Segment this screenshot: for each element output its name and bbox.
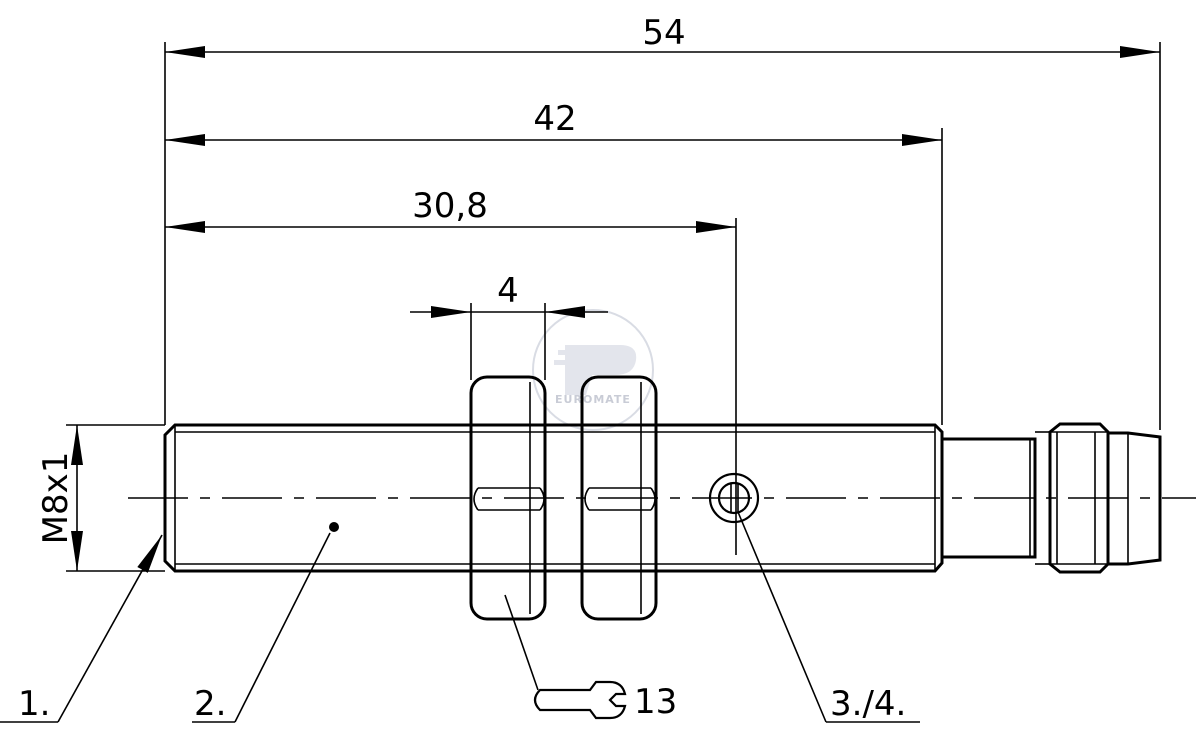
dim-thread: M8x1 (36, 452, 76, 545)
watermark-logo: EUROMATE (532, 309, 654, 431)
dim-nut-width: 4 (497, 271, 519, 311)
dim-body-length: 42 (533, 99, 576, 139)
dimension-lines (66, 45, 1160, 572)
callout-2: 2. (194, 684, 226, 724)
watermark-text: EUROMATE (555, 393, 631, 406)
dim-overall-length: 54 (642, 13, 685, 53)
dim-led-position: 30,8 (412, 186, 488, 226)
leader-lines (0, 511, 920, 723)
wrench-icon (533, 680, 627, 720)
sensing-point (329, 522, 339, 532)
wrench-size: 13 (634, 682, 677, 722)
callout-3-4: 3./4. (830, 684, 906, 724)
extension-lines (164, 42, 1161, 555)
callout-1: 1. (18, 684, 50, 724)
